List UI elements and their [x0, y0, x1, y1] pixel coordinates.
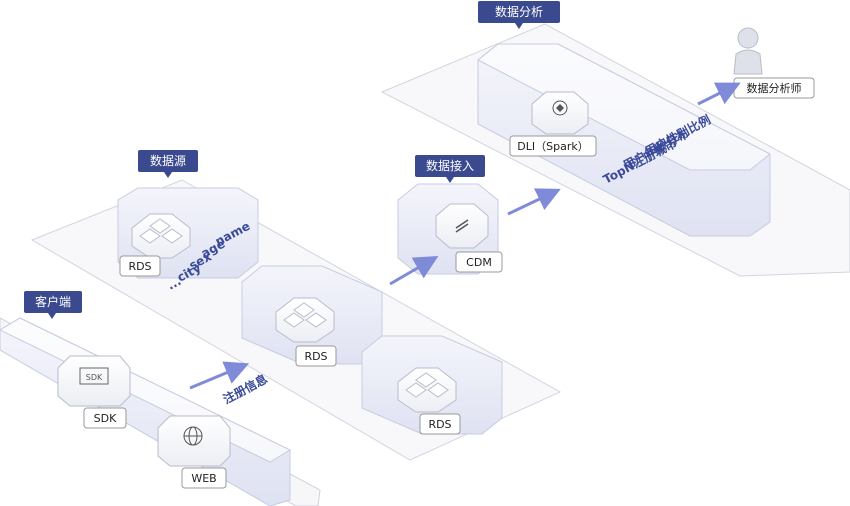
svg-text:RDS: RDS: [304, 350, 327, 363]
svg-text:SDK: SDK: [94, 412, 117, 425]
svg-text:DLI（Spark）: DLI（Spark）: [517, 140, 588, 153]
sdk-block: SDK: [57, 355, 131, 407]
arrow-ingest-to-analysis: [507, 188, 561, 216]
svg-text:RDS: RDS: [128, 260, 151, 273]
section-tag-analysis: 数据分析: [478, 1, 560, 29]
web-block: [157, 415, 231, 467]
node-label-analyst: 数据分析师: [733, 77, 815, 99]
register-info-annotation: 注册信息: [220, 371, 269, 407]
database-icon: [149, 218, 171, 234]
cdm-block: [435, 203, 489, 249]
spark-icon: [552, 100, 568, 116]
svg-text:WEB: WEB: [191, 472, 216, 485]
rds-3-block: [397, 367, 457, 413]
svg-text:注册信息: 注册信息: [220, 371, 269, 407]
field-more: ...: [165, 274, 184, 293]
section-tag-ingest: 数据接入: [415, 155, 485, 183]
node-label-web: WEB: [181, 467, 227, 489]
section-tag-datasource: 数据源: [138, 150, 198, 178]
svg-text:RDS: RDS: [428, 418, 451, 431]
svg-text:SDK: SDK: [86, 373, 103, 382]
svg-text:数据分析师: 数据分析师: [747, 81, 802, 95]
node-label-cdm: CDM: [455, 251, 503, 273]
rds-2-block: [275, 297, 335, 343]
section-tag-client-label: 客户端: [35, 294, 71, 309]
database-icon: [415, 372, 437, 388]
dli-block: [531, 91, 589, 135]
arrow-analysis-to-analyst: [697, 82, 741, 106]
section-tag-analysis-label: 数据分析: [495, 4, 543, 19]
rds-1-block: [131, 213, 191, 259]
node-label-rds-2: RDS: [295, 345, 337, 367]
node-label-sdk: SDK: [83, 407, 127, 429]
node-label-rds-3: RDS: [419, 413, 461, 435]
data-migration-icon: [455, 219, 469, 233]
node-label-rds-1: RDS: [119, 255, 161, 277]
section-tag-ingest-label: 数据接入: [426, 158, 474, 173]
section-tag-client: 客户端: [24, 291, 82, 319]
database-icon: [293, 302, 315, 318]
analyst-icon: [733, 27, 763, 75]
arrow-datasource-to-ingest: [389, 255, 439, 286]
sdk-icon: [79, 367, 109, 385]
section-tag-datasource-label: 数据源: [150, 153, 186, 168]
arrow-client-to-datasource: [189, 361, 250, 390]
svg-text:CDM: CDM: [466, 256, 492, 269]
node-label-dli: DLI（Spark）: [509, 135, 597, 157]
